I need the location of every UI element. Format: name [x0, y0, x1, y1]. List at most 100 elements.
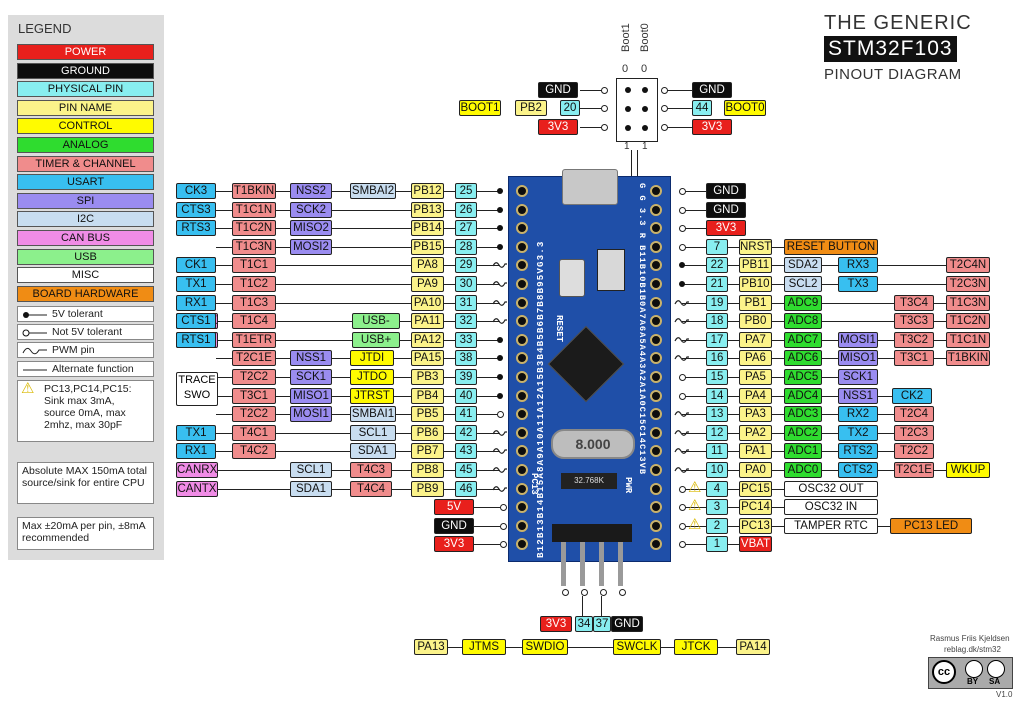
function-label: RX3	[838, 257, 878, 274]
wire	[682, 265, 706, 267]
function-label: TX1	[176, 424, 216, 441]
wire	[728, 284, 739, 285]
wire	[682, 191, 706, 192]
wire	[682, 321, 706, 323]
header-hole	[516, 482, 528, 495]
5v-tolerant-dot	[679, 281, 685, 287]
line-icon	[23, 369, 47, 371]
cc-icon: cc	[932, 660, 956, 684]
5v-tolerant-dot	[679, 262, 685, 269]
function-label: CK1	[176, 257, 216, 274]
wire	[506, 647, 522, 648]
wire	[216, 339, 411, 341]
pin-name-label: PB1	[739, 294, 772, 311]
not-5v-tolerant-dot	[679, 225, 686, 233]
pwm-wave-icon	[674, 429, 689, 436]
function-label: T3C3	[894, 313, 934, 330]
pwm-wave-icon	[492, 467, 507, 473]
header-hole	[650, 426, 662, 439]
pin-name-label: PB12	[411, 183, 444, 199]
legend-per-pin-note: Max ±20mA per pin, ±8mA recommended	[17, 517, 154, 550]
not-5v-tolerant-dot	[679, 485, 686, 493]
legend-max-current-note: Absolute MAX 150mA total source/sink for…	[17, 462, 154, 504]
header-hole	[516, 426, 528, 439]
5v-tolerant-dot	[497, 374, 503, 380]
function-label: CTS2	[838, 462, 878, 478]
physical-pin-label: 30	[455, 276, 477, 292]
wire	[477, 302, 500, 304]
warning-icon: ⚠	[21, 380, 35, 397]
physical-pin-label: 28	[455, 238, 477, 255]
wire	[682, 432, 706, 434]
swd-header-base	[552, 524, 632, 542]
function-label: T2C3	[894, 424, 934, 441]
physical-pin-label: 38	[455, 350, 477, 367]
pin-name-label: PB7	[411, 443, 444, 460]
bottom-physical-label: 34	[575, 616, 593, 632]
header-hole	[650, 203, 662, 216]
wire	[728, 302, 739, 304]
swd-label: JTCK	[674, 639, 718, 655]
bottom-physical-label: 37	[593, 616, 611, 632]
wire	[477, 358, 500, 360]
boot1-one: 1	[624, 141, 630, 152]
physical-pin-label: 29	[455, 257, 477, 274]
function-label: T1C2N	[232, 220, 276, 237]
function-label: T1BKIN	[946, 350, 990, 367]
header-hole	[650, 185, 662, 197]
pwm-wave-icon	[492, 485, 507, 492]
pin-name-label: PB15	[411, 238, 444, 255]
bottom-ground-label: GND	[611, 616, 643, 632]
function-label: MISO1	[290, 387, 332, 404]
function-label: ADC9	[784, 294, 822, 311]
boot-label: GND	[538, 82, 578, 98]
power-pin-label: 3V3	[434, 536, 474, 553]
rtc-crystal: 32.768K	[561, 473, 617, 489]
legend-symbol-label: Alternate function	[52, 362, 134, 375]
wire	[444, 302, 455, 304]
header-hole	[516, 185, 528, 197]
filled-dot-icon	[23, 312, 47, 318]
function-label: RTS1	[176, 331, 216, 348]
not-5v-tolerant-dot	[679, 243, 686, 251]
sa-icon	[987, 660, 1005, 678]
physical-pin-label: 45	[455, 462, 477, 478]
wire	[682, 339, 706, 341]
function-label: TX2	[838, 424, 878, 441]
function-label: MISO2	[290, 220, 332, 237]
physical-pin-label: 40	[455, 387, 477, 404]
boot-pin	[642, 87, 648, 93]
pwm-wave-icon	[674, 299, 689, 306]
not-5v-tolerant-dot	[619, 589, 626, 596]
function-label: CANTX	[176, 480, 218, 497]
wire	[728, 544, 739, 546]
wire	[444, 414, 455, 416]
wire	[477, 284, 500, 285]
legend-title: LEGEND	[18, 21, 72, 36]
function-label: ADC3	[784, 406, 822, 423]
usb-connector	[562, 169, 618, 205]
function-label: SCL1	[290, 462, 332, 478]
physical-pin-label: 14	[706, 387, 728, 404]
physical-pin-label: 1	[706, 536, 728, 553]
header-hole	[650, 333, 662, 346]
not-5v-tolerant-dot	[679, 188, 686, 195]
wire	[444, 246, 455, 248]
pin-name-label: PB9	[411, 480, 444, 497]
wire	[682, 451, 706, 453]
physical-pin-label: 27	[455, 220, 477, 237]
function-label: T2C3N	[946, 276, 990, 292]
function-label: T2C2	[232, 369, 276, 385]
wire	[682, 377, 706, 378]
header-hole	[516, 240, 528, 253]
pin-name-label: PC13	[739, 517, 772, 534]
pin-name-label: PA3	[739, 406, 772, 423]
not-5v-tolerant-dot	[679, 504, 686, 512]
physical-pin-label: 21	[706, 276, 728, 292]
wire	[444, 432, 455, 434]
physical-pin-label: 15	[706, 369, 728, 385]
function-label: ADC1	[784, 443, 822, 460]
physical-pin-label: 10	[706, 462, 728, 478]
boot1-label: Boot1	[620, 23, 632, 52]
